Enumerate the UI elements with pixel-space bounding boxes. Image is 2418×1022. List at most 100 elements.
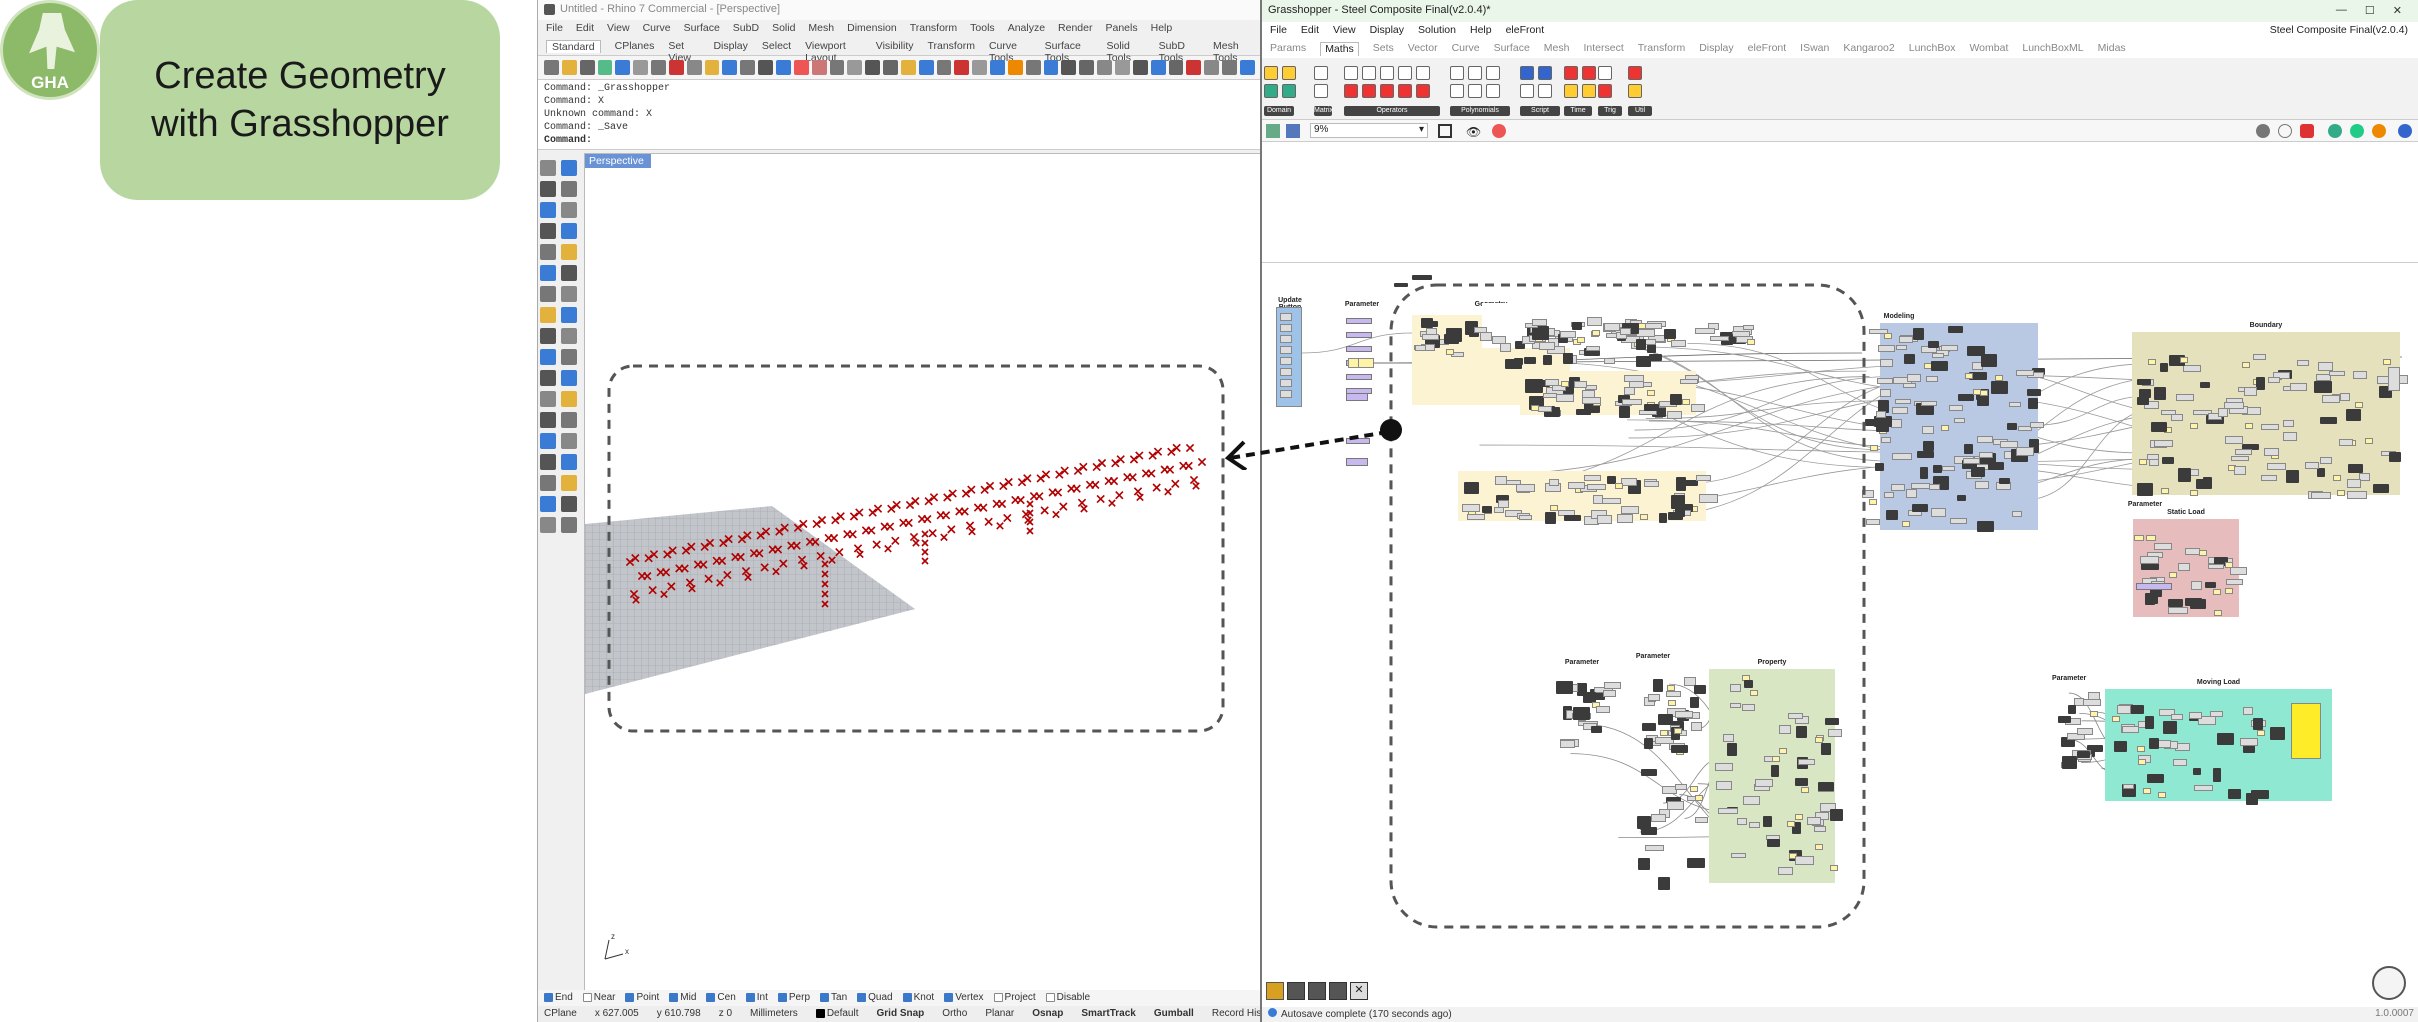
side-tool-icon[interactable] — [540, 349, 556, 365]
ribbon-component-icon[interactable] — [1486, 84, 1500, 98]
gh-param[interactable] — [1674, 784, 1687, 790]
gh-component[interactable] — [1482, 506, 1493, 514]
gh-param[interactable] — [2185, 547, 2200, 556]
gh-component[interactable] — [1962, 460, 1977, 470]
gh-param[interactable] — [1586, 345, 1600, 351]
gh-param[interactable] — [2318, 361, 2334, 371]
toolbar-tool-icon[interactable] — [793, 60, 809, 75]
gh-param[interactable] — [1497, 500, 1509, 509]
side-tool-icon[interactable] — [540, 160, 556, 176]
rhino-tab[interactable]: Standard — [546, 40, 601, 53]
status-cplane[interactable]: CPlane — [544, 1008, 577, 1019]
gh-component[interactable] — [1421, 321, 1439, 328]
rhino-menu-item[interactable]: Mesh — [808, 22, 835, 34]
gh-menu-item[interactable]: File — [1270, 24, 1287, 36]
gh-panel[interactable] — [1746, 338, 1755, 345]
gh-param[interactable] — [1699, 494, 1718, 504]
gh-component[interactable] — [2345, 408, 2362, 422]
gh-component[interactable] — [2150, 583, 2163, 597]
gh-param[interactable] — [2235, 448, 2252, 455]
rhino-tab[interactable]: Visibility — [875, 40, 914, 52]
side-tool-icon[interactable] — [561, 223, 577, 239]
gh-param[interactable] — [1624, 387, 1635, 395]
gh-param[interactable] — [1596, 706, 1610, 714]
gh-component[interactable] — [2212, 768, 2222, 782]
gh-component[interactable] — [2154, 386, 2167, 401]
gh-component[interactable] — [1572, 706, 1591, 720]
gh-param[interactable] — [1976, 436, 1994, 443]
gh-component[interactable] — [2199, 381, 2210, 389]
gh-component[interactable] — [1652, 678, 1663, 692]
gh-param[interactable] — [1603, 682, 1621, 690]
gh-panel[interactable] — [2168, 571, 2177, 578]
gh-panel[interactable] — [2161, 487, 2170, 494]
rhino-tab[interactable]: Transform — [927, 40, 975, 52]
osnap-near[interactable]: Near — [582, 992, 615, 1004]
gh-canvas-top[interactable] — [1262, 142, 2418, 254]
rhino-menu-item[interactable]: Solid — [772, 22, 796, 34]
preview-settings-icon[interactable] — [2328, 124, 2342, 138]
gh-param[interactable] — [2388, 367, 2400, 391]
ribbon-component-icon[interactable] — [1468, 66, 1482, 80]
gh-param[interactable] — [2338, 438, 2353, 446]
close-button[interactable]: ✕ — [2392, 5, 2402, 17]
gh-param[interactable] — [1624, 375, 1644, 382]
gh-component[interactable] — [1763, 815, 1772, 828]
gh-param[interactable] — [1748, 821, 1760, 829]
gh-param[interactable] — [1573, 380, 1587, 389]
gh-param[interactable] — [1555, 394, 1574, 403]
side-tool-icon[interactable] — [561, 517, 577, 533]
gh-param[interactable] — [2376, 375, 2389, 384]
gh-component[interactable] — [1990, 381, 2008, 395]
gh-param[interactable] — [1730, 702, 1742, 709]
gh-component[interactable] — [1674, 504, 1686, 518]
gh-component[interactable] — [1947, 326, 1964, 333]
gh-component[interactable] — [1562, 352, 1574, 364]
gh-panel[interactable] — [2090, 711, 2099, 718]
ribbon-group-trig[interactable]: Trig — [1598, 106, 1622, 116]
gh-component[interactable] — [1796, 726, 1807, 739]
gh-component[interactable] — [1641, 723, 1657, 731]
gh-param[interactable] — [2116, 704, 2131, 714]
toolbar-tool-icon[interactable] — [1079, 60, 1095, 75]
planar-toggle[interactable]: Planar — [985, 1008, 1015, 1019]
gh-param[interactable] — [2231, 455, 2249, 462]
gh-panel[interactable] — [1576, 337, 1585, 343]
gh-component[interactable] — [2061, 756, 2077, 769]
osnap-int[interactable]: Int — [745, 992, 768, 1004]
gh-component[interactable] — [1976, 397, 1990, 407]
gh-param[interactable] — [2290, 383, 2307, 392]
gh-canvas[interactable]: Update Button Parameter Geometry Modelin… — [1262, 262, 2418, 1002]
gh-component[interactable] — [1727, 743, 1738, 756]
gh-param[interactable] — [2123, 783, 2135, 789]
gh-component[interactable] — [1555, 681, 1574, 694]
gh-panel[interactable] — [2138, 459, 2147, 466]
gh-param[interactable] — [1911, 482, 1931, 489]
gh-param[interactable] — [1494, 476, 1508, 485]
gh-component[interactable] — [1912, 327, 1925, 340]
gh-param[interactable] — [1567, 482, 1586, 489]
toolbar-tool-icon[interactable] — [1168, 60, 1184, 75]
gh-component[interactable] — [1919, 466, 1928, 479]
ribbon-group-operators[interactable]: Operators — [1344, 106, 1440, 116]
gh-panel[interactable] — [1883, 333, 1892, 340]
gh-tab-wombat[interactable]: Wombat — [1969, 42, 2009, 54]
gh-component[interactable] — [2169, 354, 2185, 366]
toolbar-tool-icon[interactable] — [561, 60, 577, 75]
gh-tab-sets[interactable]: Sets — [1372, 42, 1394, 54]
ribbon-component-icon[interactable] — [1416, 84, 1430, 98]
gh-component[interactable] — [2214, 556, 2229, 566]
rhino-menu-item[interactable]: Curve — [642, 22, 671, 34]
gh-panel[interactable] — [1560, 380, 1569, 387]
gh-component[interactable] — [1394, 283, 1408, 287]
side-tool-icon[interactable] — [540, 433, 556, 449]
gh-component[interactable] — [1795, 778, 1809, 787]
gh-param[interactable] — [1500, 343, 1512, 353]
gh-param[interactable] — [1280, 368, 1292, 376]
gh-param[interactable] — [2067, 732, 2085, 740]
gh-param[interactable] — [2311, 492, 2331, 499]
gh-component[interactable] — [1927, 340, 1940, 349]
gh-panel[interactable] — [2158, 791, 2167, 798]
gh-param[interactable] — [2146, 453, 2160, 460]
gh-panel[interactable] — [2213, 589, 2222, 596]
